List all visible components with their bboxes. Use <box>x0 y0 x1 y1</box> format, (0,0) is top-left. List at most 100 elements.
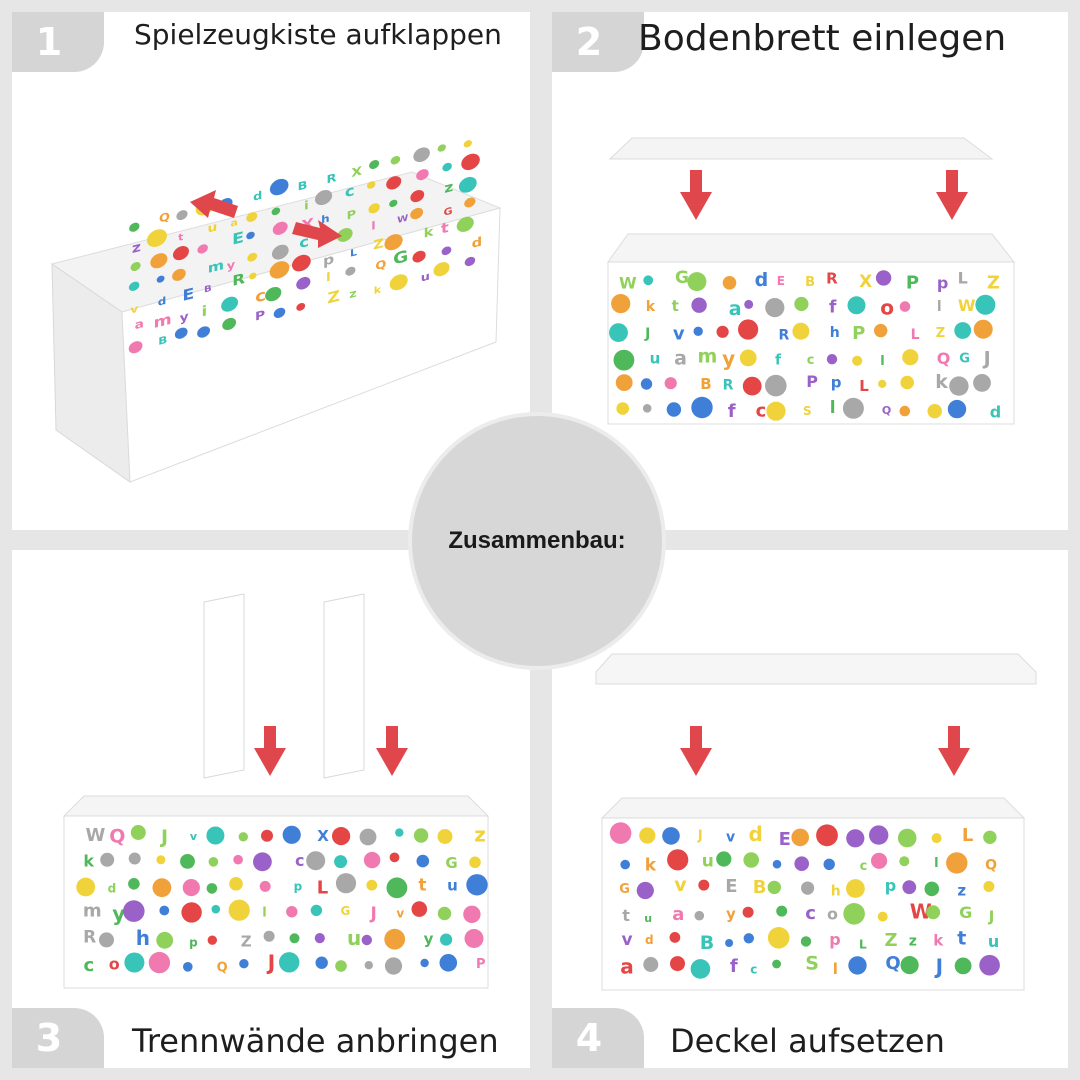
pattern-letter: B <box>753 877 767 898</box>
step-4-number: 4 <box>575 1016 603 1060</box>
pattern-dot <box>693 326 703 336</box>
pattern-dot <box>389 852 400 863</box>
pattern-letter: Z <box>241 933 252 951</box>
pattern-letter: y <box>722 347 735 371</box>
pattern-letter: J <box>988 908 995 926</box>
pattern-dot <box>221 296 239 312</box>
pattern-dot <box>389 274 408 291</box>
pattern-letter: W <box>958 296 976 315</box>
pattern-dot <box>334 855 348 869</box>
pattern-dot <box>263 930 275 942</box>
pattern-letter: u <box>644 912 652 925</box>
pattern-dot <box>609 822 632 844</box>
pattern-letter: B <box>158 334 167 348</box>
pattern-dot <box>899 856 910 867</box>
pattern-letter: R <box>83 928 96 948</box>
pattern-letter: S <box>803 404 812 418</box>
pattern-dot <box>130 825 146 840</box>
pattern-letter: R <box>779 327 790 343</box>
pattern-letter: t <box>418 876 426 896</box>
pattern-letter: d <box>990 402 1001 421</box>
pattern-dot <box>776 905 788 917</box>
pattern-dot <box>973 319 993 339</box>
pattern-letter: a <box>672 904 684 925</box>
pattern-letter: P <box>255 308 265 324</box>
pattern-dot <box>899 405 911 417</box>
pattern-letter: B <box>298 178 308 193</box>
pattern-letter: P <box>906 272 919 293</box>
pattern-dot <box>335 873 357 894</box>
pattern-letter: R <box>826 270 838 288</box>
pattern-letter: Z <box>936 326 945 341</box>
pattern-dot <box>744 299 754 309</box>
pattern-dot <box>100 852 115 867</box>
pattern-dot <box>794 296 809 312</box>
pattern-letter: S <box>805 952 819 974</box>
pattern-dot <box>208 857 219 867</box>
pattern-dot <box>156 855 166 865</box>
pattern-dot <box>369 160 380 170</box>
pattern-letter: L <box>317 878 328 899</box>
pattern-dot <box>670 956 685 972</box>
pattern-dot <box>174 327 188 339</box>
pattern-letter: k <box>935 371 948 393</box>
pattern-letter: m <box>208 257 224 276</box>
pattern-dot <box>76 877 96 897</box>
pattern-dot <box>979 954 1000 976</box>
step-1-badge: 1 <box>12 12 104 72</box>
pattern-letter: G <box>675 268 689 288</box>
down-arrow-icon <box>680 726 712 776</box>
pattern-dot <box>725 939 734 947</box>
pattern-letter: u <box>208 220 218 236</box>
pattern-dot <box>364 961 373 970</box>
pattern-dot <box>259 880 271 892</box>
pattern-dot <box>412 250 426 263</box>
pattern-dot <box>843 903 865 925</box>
pattern-letter: o <box>880 295 894 319</box>
pattern-letter: d <box>749 822 763 846</box>
pattern-dot <box>823 858 835 870</box>
pattern-dot <box>152 878 172 898</box>
pattern-dot <box>128 281 140 291</box>
pattern-dot <box>791 828 809 847</box>
pattern-dot <box>410 207 424 220</box>
pattern-letter: R <box>232 270 245 289</box>
down-arrow-icon <box>376 726 408 776</box>
pattern-letter: P <box>347 207 357 222</box>
pattern-dot <box>616 402 629 415</box>
pattern-dot <box>146 229 167 247</box>
pattern-letter: p <box>294 880 303 894</box>
pattern-letter: X <box>351 165 362 181</box>
pattern-letter: X <box>317 827 329 845</box>
pattern-dot <box>150 253 168 269</box>
pattern-dot <box>384 957 403 975</box>
pattern-letter: X <box>859 272 872 292</box>
pattern-letter: Q <box>375 257 386 272</box>
pattern-dot <box>229 877 243 891</box>
pattern-dot <box>947 399 967 419</box>
pattern-dot <box>129 222 140 232</box>
pattern-dot <box>228 899 250 921</box>
pattern-letter: f <box>829 298 837 318</box>
pattern-letter: c <box>750 963 757 977</box>
pattern-dot <box>902 880 917 895</box>
pattern-letter: v <box>130 303 138 317</box>
divider-panel <box>323 593 365 779</box>
pattern-dot <box>949 376 969 396</box>
pattern-dot <box>847 296 866 315</box>
pattern-dot <box>767 927 790 949</box>
pattern-letter: L <box>859 938 867 952</box>
pattern-dot <box>826 354 838 365</box>
pattern-dot <box>265 286 282 302</box>
pattern-letter: v <box>674 874 687 896</box>
pattern-letter: J <box>697 828 703 843</box>
pattern-letter: h <box>831 884 841 900</box>
pattern-letter: c <box>255 286 266 307</box>
pattern-dot <box>852 355 863 366</box>
pattern-dot <box>211 904 221 914</box>
pattern-letter: G <box>341 904 351 918</box>
pattern-letter: l <box>326 271 331 286</box>
pattern-letter: k <box>424 224 435 241</box>
